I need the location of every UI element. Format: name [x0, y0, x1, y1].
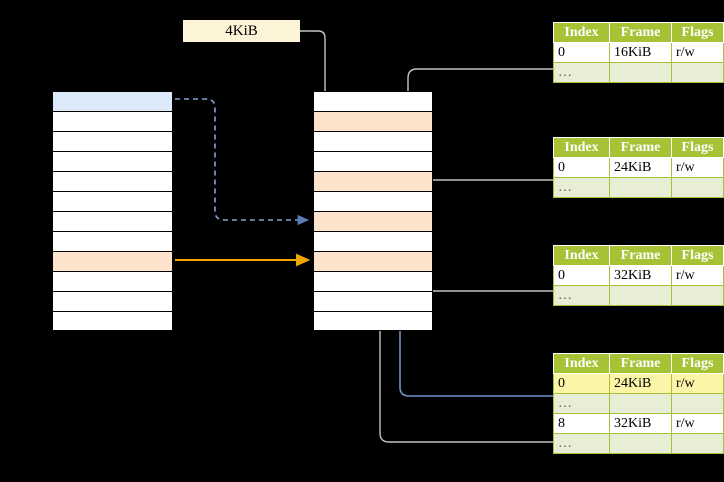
page-table-2-header-flags: Flags [671, 137, 724, 158]
page-table-3-header-frame: Frame [609, 245, 672, 266]
cell-frame: 32KiB [609, 413, 672, 434]
physical-memory-row[interactable] [313, 251, 433, 271]
cell-frame: 24KiB [609, 373, 672, 394]
physical-memory-row[interactable] [313, 111, 433, 131]
cell-flags [671, 393, 724, 414]
virtual-address-space-row[interactable] [52, 211, 173, 231]
cell-frame: 16KiB [609, 42, 672, 63]
cell-frame [609, 177, 672, 198]
virtual-address-space-column [52, 91, 173, 331]
virtual-address-space-row[interactable] [52, 271, 173, 291]
cell-flags: r/w [671, 42, 724, 63]
cell-frame: 32KiB [609, 265, 672, 286]
connector-virtual-page-dashed [175, 98, 310, 226]
physical-memory-row[interactable] [313, 291, 433, 311]
cell-flags [671, 285, 724, 306]
virtual-address-space-row[interactable] [52, 131, 173, 151]
cell-index: 0 [553, 265, 610, 286]
physical-memory-row[interactable] [313, 191, 433, 211]
table-row[interactable]: … [553, 285, 724, 306]
table-row[interactable]: … [553, 177, 724, 198]
cell-flags: r/w [671, 413, 724, 434]
cell-index: 0 [553, 42, 610, 63]
cell-flags: r/w [671, 157, 724, 178]
physical-memory-row[interactable] [313, 211, 433, 231]
cell-index: 8 [553, 413, 610, 434]
cell-frame [609, 62, 672, 83]
cell-index: … [553, 62, 610, 83]
virtual-address-space-row[interactable] [52, 231, 173, 251]
page-table-3-header-flags: Flags [671, 245, 724, 266]
cell-index: … [553, 433, 610, 454]
cell-flags: r/w [671, 373, 724, 394]
cell-frame: 24KiB [609, 157, 672, 178]
virtual-address-space-row[interactable] [52, 311, 173, 331]
table-row[interactable]: … [553, 62, 724, 83]
physical-memory-row[interactable] [313, 91, 433, 111]
virtual-address-space-row[interactable] [52, 251, 173, 271]
cell-frame [609, 433, 672, 454]
virtual-address-space-row[interactable] [52, 111, 173, 131]
virtual-address-space-row[interactable] [52, 171, 173, 191]
virtual-address-space-row[interactable] [52, 91, 173, 111]
table-row[interactable]: … [553, 393, 724, 414]
page-table-3-header-index: Index [553, 245, 610, 266]
page-table-2-header-index: Index [553, 137, 610, 158]
virtual-address-space-row[interactable] [52, 291, 173, 311]
physical-memory-row[interactable] [313, 131, 433, 151]
cell-index: … [553, 393, 610, 414]
page-table-4-header-index: Index [553, 353, 610, 374]
cell-flags: r/w [671, 265, 724, 286]
physical-memory-row[interactable] [313, 151, 433, 171]
cell-frame [609, 285, 672, 306]
physical-memory-row[interactable] [313, 271, 433, 291]
cell-index: 0 [553, 157, 610, 178]
physical-memory-row[interactable] [313, 171, 433, 191]
table-row[interactable]: … [553, 433, 724, 454]
virtual-address-space-row[interactable] [52, 191, 173, 211]
cell-frame [609, 393, 672, 414]
physical-memory-column [313, 91, 433, 331]
page-table-1-header-frame: Frame [609, 22, 672, 43]
cell-index: 0 [553, 373, 610, 394]
page-table-2-header-frame: Frame [609, 137, 672, 158]
cell-flags [671, 62, 724, 83]
physical-memory-row[interactable] [313, 231, 433, 251]
cell-index: … [553, 285, 610, 306]
page-table-4-header-flags: Flags [671, 353, 724, 374]
physical-memory-row[interactable] [313, 311, 433, 331]
size-label-4kib: 4KiB [183, 20, 300, 42]
cell-index: … [553, 177, 610, 198]
page-table-1-header-flags: Flags [671, 22, 724, 43]
cell-flags [671, 433, 724, 454]
page-table-1-header-index: Index [553, 22, 610, 43]
virtual-address-space-row[interactable] [52, 151, 173, 171]
cell-flags [671, 177, 724, 198]
page-table-4-header-frame: Frame [609, 353, 672, 374]
